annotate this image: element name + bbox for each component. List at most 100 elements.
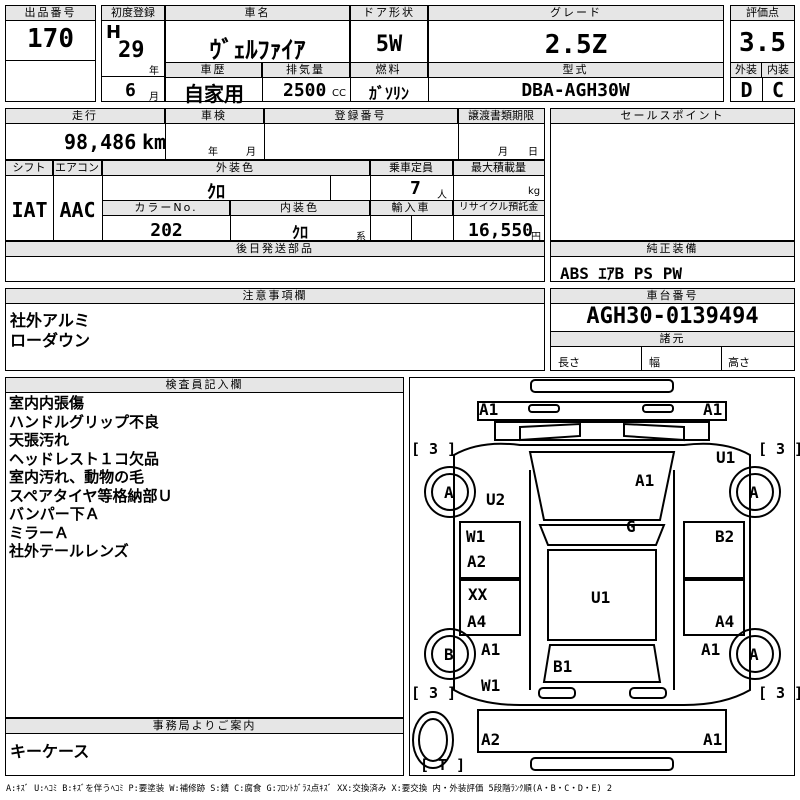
rr-tire-outer: [729, 628, 781, 680]
mileage-row: [5, 108, 545, 160]
mileage-sep-2: [264, 108, 265, 160]
int-label: 内装: [762, 63, 794, 78]
width: 幅: [649, 356, 660, 369]
diag-lr-tire: B: [444, 645, 454, 664]
chassis-header: 車台番号: [551, 289, 794, 304]
diag-left-slide-a: XX: [468, 585, 488, 604]
diag-left-slide-b: A4: [467, 612, 487, 631]
diag-rr-tire: A: [749, 645, 759, 664]
fuel-header: 燃料: [350, 63, 428, 78]
note-2: ローダウン: [10, 331, 91, 350]
spare-tire-inner: [418, 718, 448, 762]
inspector-note: スペアタイヤ等格納部Ｕ: [9, 486, 173, 505]
color-no: 202: [150, 220, 183, 241]
lf-tire-inner: [431, 473, 469, 511]
notes-header: 注意事項欄: [6, 289, 544, 304]
front-bumper: [477, 401, 727, 421]
diag-rf-door: B2: [715, 527, 735, 546]
reg-month: 6: [125, 80, 136, 101]
reg-no-header: 登録番号: [264, 109, 458, 124]
inspector-note: ハンドルグリップ不良: [9, 412, 160, 431]
inspector-note: 天張汚れ: [9, 431, 70, 449]
color-sep-3: [370, 160, 371, 241]
diag-lf-count: [ 3 ]: [411, 440, 457, 458]
diag-lf-fender: U2: [486, 490, 506, 509]
displacement: 2500: [283, 80, 327, 101]
spare-tire-outer: [412, 711, 454, 769]
int-color-header: 内装色: [230, 201, 370, 216]
roof: [547, 549, 657, 641]
inspector-notes: 室内内張傷 ハンドルグリップ不良 天張汚れ ヘッドレスト１コ欠品 室内汚れ、動物…: [9, 394, 173, 561]
inspector-box: [5, 377, 404, 718]
month-divider: [101, 76, 165, 77]
shift: IAT: [11, 198, 48, 222]
door-header: ドア形状: [351, 6, 427, 21]
lot-no-header: 出品番号: [6, 6, 95, 21]
diag-rear-left: A2: [481, 730, 501, 749]
headlight-right: [623, 422, 685, 442]
lf-tire-outer: [424, 466, 476, 518]
rf-tire-outer: [729, 466, 781, 518]
color-no-header: カラーNo.: [103, 201, 230, 216]
diag-front-right-bumper: A1: [703, 400, 723, 419]
car-name-header: 車名: [166, 6, 349, 21]
diag-lf-door-a: W1: [466, 527, 486, 546]
mileage: 98,486: [64, 130, 137, 154]
transfer-doc-header: 譲渡書類期限: [458, 109, 544, 124]
history: 自家用: [184, 82, 244, 106]
windshield: [538, 524, 666, 546]
mileage-header: 走行: [6, 109, 165, 124]
spec-row: [165, 62, 724, 102]
import-header: 輸入車: [370, 201, 453, 216]
capacity: 7: [410, 178, 421, 199]
spec-sep-2: [350, 62, 351, 102]
left-front-door: [459, 521, 521, 579]
lot-no: 170: [27, 24, 74, 54]
office-header: 事務局よりご案内: [6, 719, 403, 734]
grade: 2.5Z: [544, 30, 608, 60]
lr-tire-inner: [431, 635, 469, 673]
rear-plate-left: [538, 687, 576, 699]
front-bumper-strip: [530, 379, 674, 393]
inspector-note: 室内内張傷: [9, 394, 85, 412]
notes-box: [5, 288, 545, 371]
fuel: ｶﾞｿﾘﾝ: [368, 84, 409, 103]
ext-score: D: [740, 78, 753, 102]
diag-rear-right: A1: [703, 730, 723, 749]
capacity-header: 乗車定員: [370, 161, 453, 176]
rear-plate-right: [629, 687, 667, 699]
ext-color-sep: [330, 175, 331, 200]
color-sep-5: [230, 200, 231, 241]
inspector-note: ミラーＡ: [9, 523, 70, 542]
ext-color: ｸﾛ: [207, 182, 225, 203]
chassis-box: [550, 288, 795, 371]
diag-rr-quarter: A1: [701, 640, 721, 659]
diag-right-slide: A4: [715, 612, 735, 631]
diag-lf-tire: A: [444, 483, 454, 502]
body-outline: [453, 442, 751, 706]
front-grille-left: [528, 404, 560, 413]
rear-bumper: [477, 709, 727, 753]
chassis-no: AGH30-0139494: [586, 304, 759, 329]
inspection-header: 車検: [165, 109, 264, 124]
mileage-sep-1: [165, 108, 166, 160]
capacity-unit: 人: [437, 190, 447, 201]
score-header: 評価点: [731, 6, 794, 21]
color-sep-1: [53, 160, 54, 241]
office-box: [5, 718, 404, 776]
legend: A:ｷｽﾞ U:ﾍｺﾐ B:ｷｽﾞを伴うﾍｺﾐ P:要塗装 W:補修跡 S:錆 …: [6, 784, 612, 794]
diagram-box: [409, 377, 795, 776]
genuine-equip-header: 純正装備: [551, 242, 794, 257]
inspector-note: 室内汚れ、動物の毛: [9, 468, 145, 486]
lot-no-divider: [5, 60, 96, 61]
rear-glass: [542, 644, 662, 683]
left-slide-door: [459, 579, 521, 636]
diag-rf-tire: A: [749, 483, 759, 502]
month-unit: 月: [149, 92, 159, 103]
doc-month: 月: [498, 147, 508, 158]
rear-bumper-strip: [530, 757, 674, 771]
diag-rf-fender: U1: [716, 448, 736, 467]
specs-header: 諸元: [551, 331, 794, 347]
diag-back-door: B1: [553, 657, 573, 676]
note-1: 社外アルミ: [10, 311, 90, 330]
